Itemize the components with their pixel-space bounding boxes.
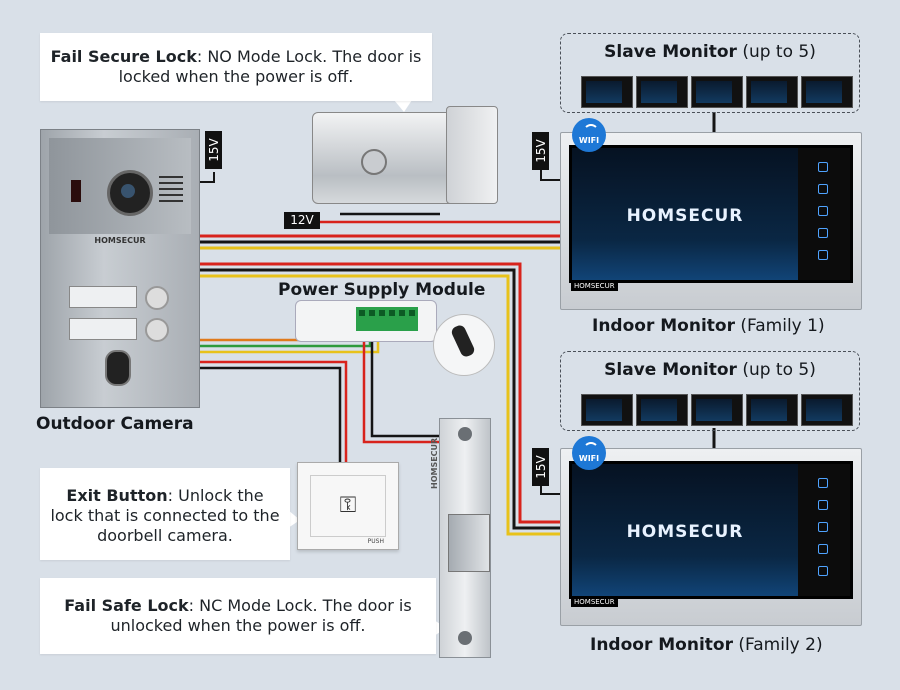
monitor-1-small-brand: HOMSECUR: [571, 281, 618, 291]
callout-pointer-1: [394, 100, 412, 112]
slave-monitor-2-label: Slave Monitor (up to 5): [561, 360, 859, 380]
fail-secure-lock-image: [296, 104, 498, 214]
wire-yellow-cam-mon2: [198, 274, 560, 536]
indoor1-rest: (Family 1): [740, 316, 825, 336]
indoor-monitor-2-label: Indoor Monitor (Family 2): [590, 635, 823, 655]
fail-secure-desc: : NO Mode Lock. The door is locked when …: [118, 47, 422, 86]
screw-hole: [458, 631, 472, 645]
exit-button-desc: : Unlock the lock that is connected to t…: [50, 486, 280, 545]
slave-monitor: [801, 76, 853, 108]
slave-monitor-group-2: Slave Monitor (up to 5): [560, 351, 860, 431]
monitor2-voltage: 15V: [534, 455, 548, 479]
exit-button-callout: Exit Button: Unlock the lock that is con…: [40, 468, 290, 560]
slave-monitor-1-label: Slave Monitor (up to 5): [561, 42, 859, 62]
fail-secure-title: Fail Secure Lock: [50, 47, 197, 66]
wifi-badge-1: WIFI: [578, 136, 600, 145]
slave2-bold: Slave Monitor: [604, 360, 737, 380]
ir-sensor: [71, 180, 81, 202]
bell-icon: [145, 318, 169, 342]
monitor1-voltage-tag: 15V: [532, 132, 549, 170]
slave-monitor: [691, 394, 743, 426]
slave1-rest: (up to 5): [742, 42, 816, 62]
fingerprint-reader-icon: [105, 350, 131, 386]
screw-hole: [458, 427, 472, 441]
nameplate-2: [69, 318, 137, 340]
monitor-1-buttons: [798, 148, 850, 280]
monitor-2-screen: HOMSECUR: [569, 461, 853, 599]
monitor-1-screen: HOMSECUR: [569, 145, 853, 283]
indoor2-bold: Indoor Monitor: [590, 635, 733, 655]
monitor-1-logo: HOMSECUR: [626, 206, 744, 227]
slave-monitor-row-2: [581, 394, 853, 426]
camera-brand: HOMSECUR: [94, 236, 146, 245]
fail-safe-callout: Fail Safe Lock: NC Mode Lock. The door i…: [40, 578, 436, 654]
wire-cam-15v: [198, 172, 215, 183]
monitor1-voltage: 15V: [534, 139, 548, 163]
slave-monitor: [581, 76, 633, 108]
fail-safe-lock-image: HOMSECUR: [430, 418, 491, 658]
wire-exit-red: [198, 360, 390, 478]
lock-voltage-tag: 12V: [284, 212, 320, 229]
camera-voltage: 15V: [207, 138, 221, 162]
bell-icon: [145, 286, 169, 310]
exit-button-title: Exit Button: [66, 486, 168, 505]
slave-monitor: [691, 76, 743, 108]
indoor-monitor-2: HOMSECUR HOMSECUR: [560, 448, 862, 626]
speaker-grill: [159, 176, 183, 206]
power-supply-module: [295, 300, 437, 342]
push-label: PUSH: [367, 538, 384, 545]
outdoor-camera-panel: HOMSECUR: [40, 129, 200, 408]
camera-lens-icon: [107, 170, 153, 216]
indoor2-rest: (Family 2): [738, 635, 823, 655]
indoor-monitor-1: HOMSECUR HOMSECUR: [560, 132, 862, 310]
lock-voltage: 12V: [290, 213, 314, 227]
nameplate-1: [69, 286, 137, 308]
outdoor-camera-text: Outdoor Camera: [36, 414, 194, 434]
fail-safe-title: Fail Safe Lock: [64, 596, 189, 615]
wire-red-cam-mon2: [198, 262, 560, 524]
indoor-monitor-1-label: Indoor Monitor (Family 1): [592, 316, 825, 336]
slave2-rest: (up to 5): [742, 360, 816, 380]
monitor-2-buttons: [798, 464, 850, 596]
slave-monitor: [746, 394, 798, 426]
monitor-2-logo: HOMSECUR: [626, 522, 744, 543]
wifi-icon: WIFI: [572, 118, 606, 152]
bolt-block: [448, 514, 490, 572]
slave-monitor-row-1: [581, 76, 853, 108]
wifi-icon: WIFI: [572, 436, 606, 470]
monitor2-voltage-tag: 15V: [532, 448, 549, 486]
fail-secure-callout: Fail Secure Lock: NO Mode Lock. The door…: [40, 33, 432, 101]
key-cylinder-icon: [361, 149, 387, 175]
wire-mon1-15v: [540, 166, 560, 181]
slave-monitor: [746, 76, 798, 108]
camera-top-panel: HOMSECUR: [49, 138, 191, 245]
slave-monitor-group-1: Slave Monitor (up to 5): [560, 33, 860, 113]
power-supply-text: Power Supply Module: [278, 280, 486, 300]
terminal-block: [356, 307, 418, 331]
outdoor-camera-label: Outdoor Camera: [36, 414, 194, 434]
indoor1-bold: Indoor Monitor: [592, 316, 735, 336]
monitor-2-small-brand: HOMSECUR: [571, 597, 618, 607]
camera-voltage-tag: 15V: [205, 131, 222, 169]
key-icon: ⚿: [310, 475, 386, 537]
wifi-badge-2: WIFI: [578, 454, 600, 463]
exit-button-device: ⚿ PUSH: [297, 462, 399, 550]
lock-strike: [446, 106, 498, 204]
slave-monitor: [636, 394, 688, 426]
remote-control-icon: [433, 314, 495, 376]
wire-black-cam-mon2: [198, 268, 560, 530]
slave-monitor: [581, 394, 633, 426]
slave-monitor: [636, 76, 688, 108]
slave-monitor: [801, 394, 853, 426]
lock-body: [312, 112, 456, 204]
callout-pointer-2: [288, 510, 300, 528]
bolt-brand: HOMSECUR: [430, 437, 439, 489]
power-supply-label: Power Supply Module: [278, 280, 485, 300]
fail-safe-desc: : NC Mode Lock. The door is unlocked whe…: [110, 596, 412, 635]
slave1-bold: Slave Monitor: [604, 42, 737, 62]
